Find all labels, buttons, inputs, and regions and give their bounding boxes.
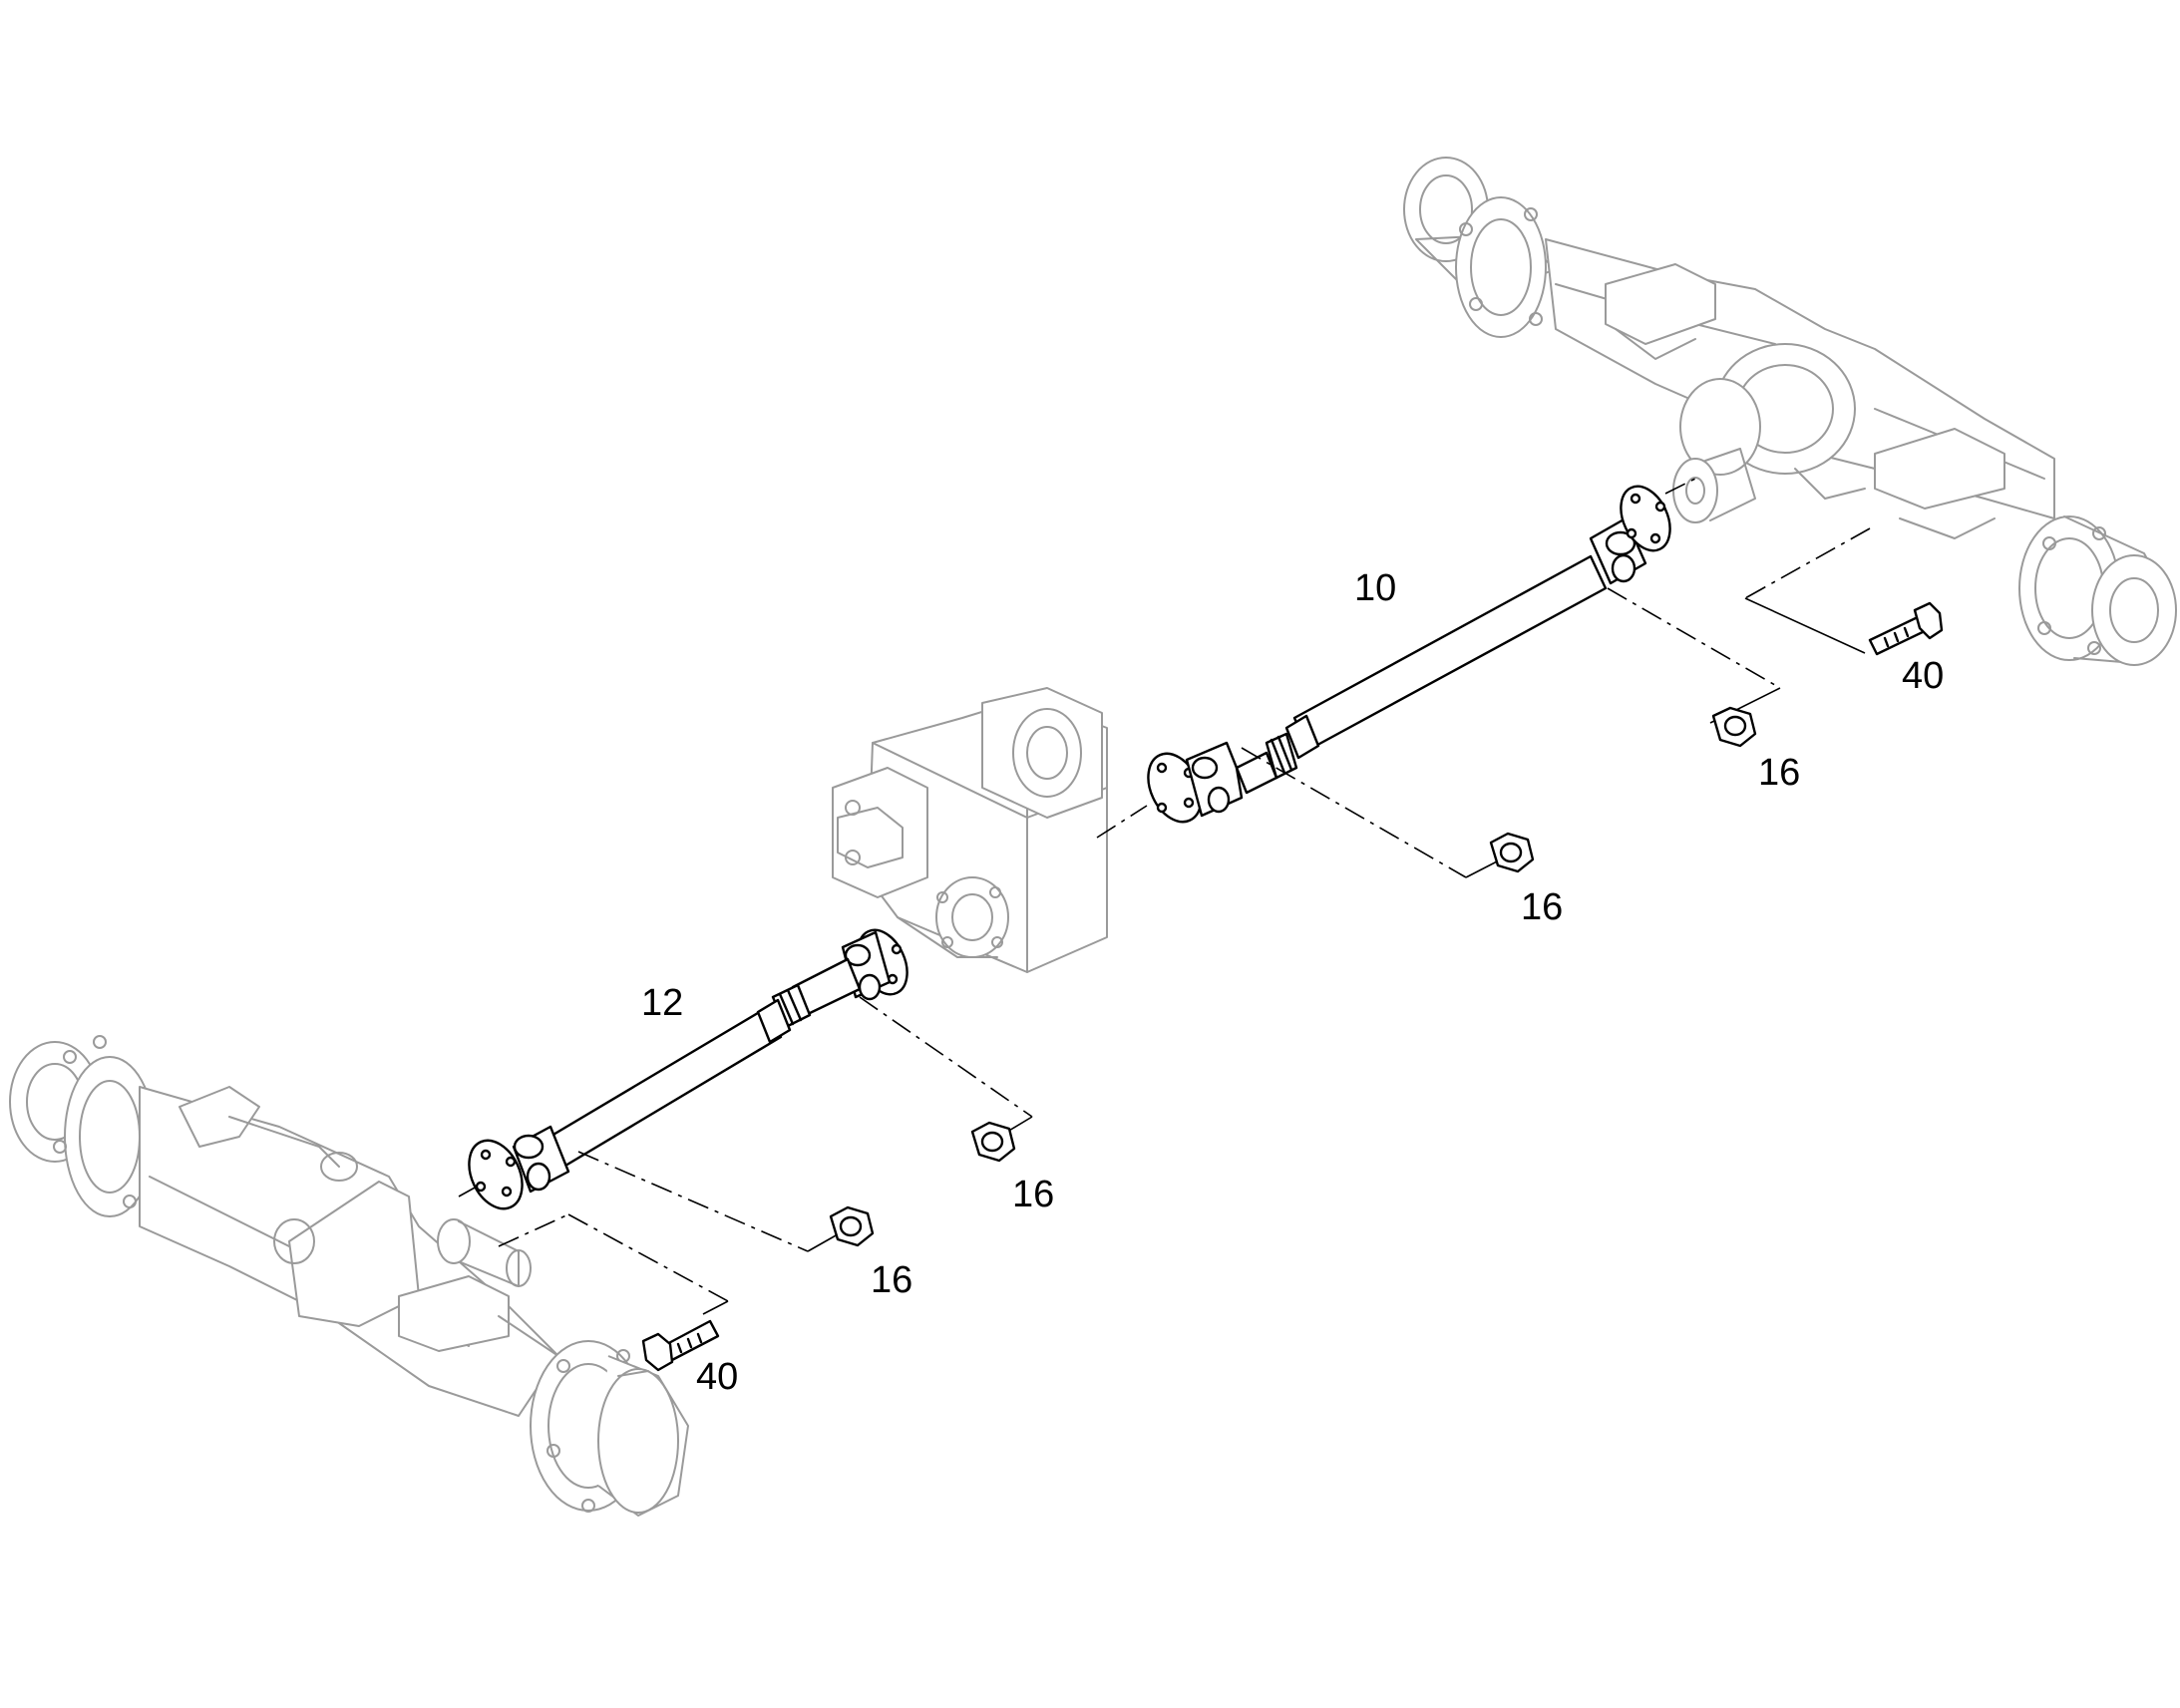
hex-nut-front-axle [829,1205,875,1247]
hex-nut-gearbox-rear [1489,832,1535,873]
front-axle-assembly [9,1035,689,1517]
propeller-shaft-rear [1147,485,1671,824]
hex-bolt-rear [1868,601,1944,656]
callout-nut-gearbox-rear: 16 [1521,886,1563,928]
callout-bolt-front: 40 [696,1356,738,1398]
hex-nut-rear-axle [1711,706,1757,748]
callout-nut-gearbox-front: 16 [1012,1174,1054,1215]
hex-nut-gearbox-front [970,1121,1016,1163]
callout-bolt-rear: 40 [1902,655,1944,697]
hex-bolt-front [641,1319,720,1372]
transfer-gearbox [832,687,1108,973]
callout-nut-front-axle: 16 [871,1259,912,1301]
propeller-shaft-front [468,928,908,1210]
callout-shaft-rear: 10 [1354,567,1396,609]
callout-nut-rear-axle: 16 [1758,752,1800,794]
callout-shaft-front: 12 [641,982,683,1024]
leader-lines [458,478,1871,1315]
rear-axle-assembly [1403,157,2177,666]
